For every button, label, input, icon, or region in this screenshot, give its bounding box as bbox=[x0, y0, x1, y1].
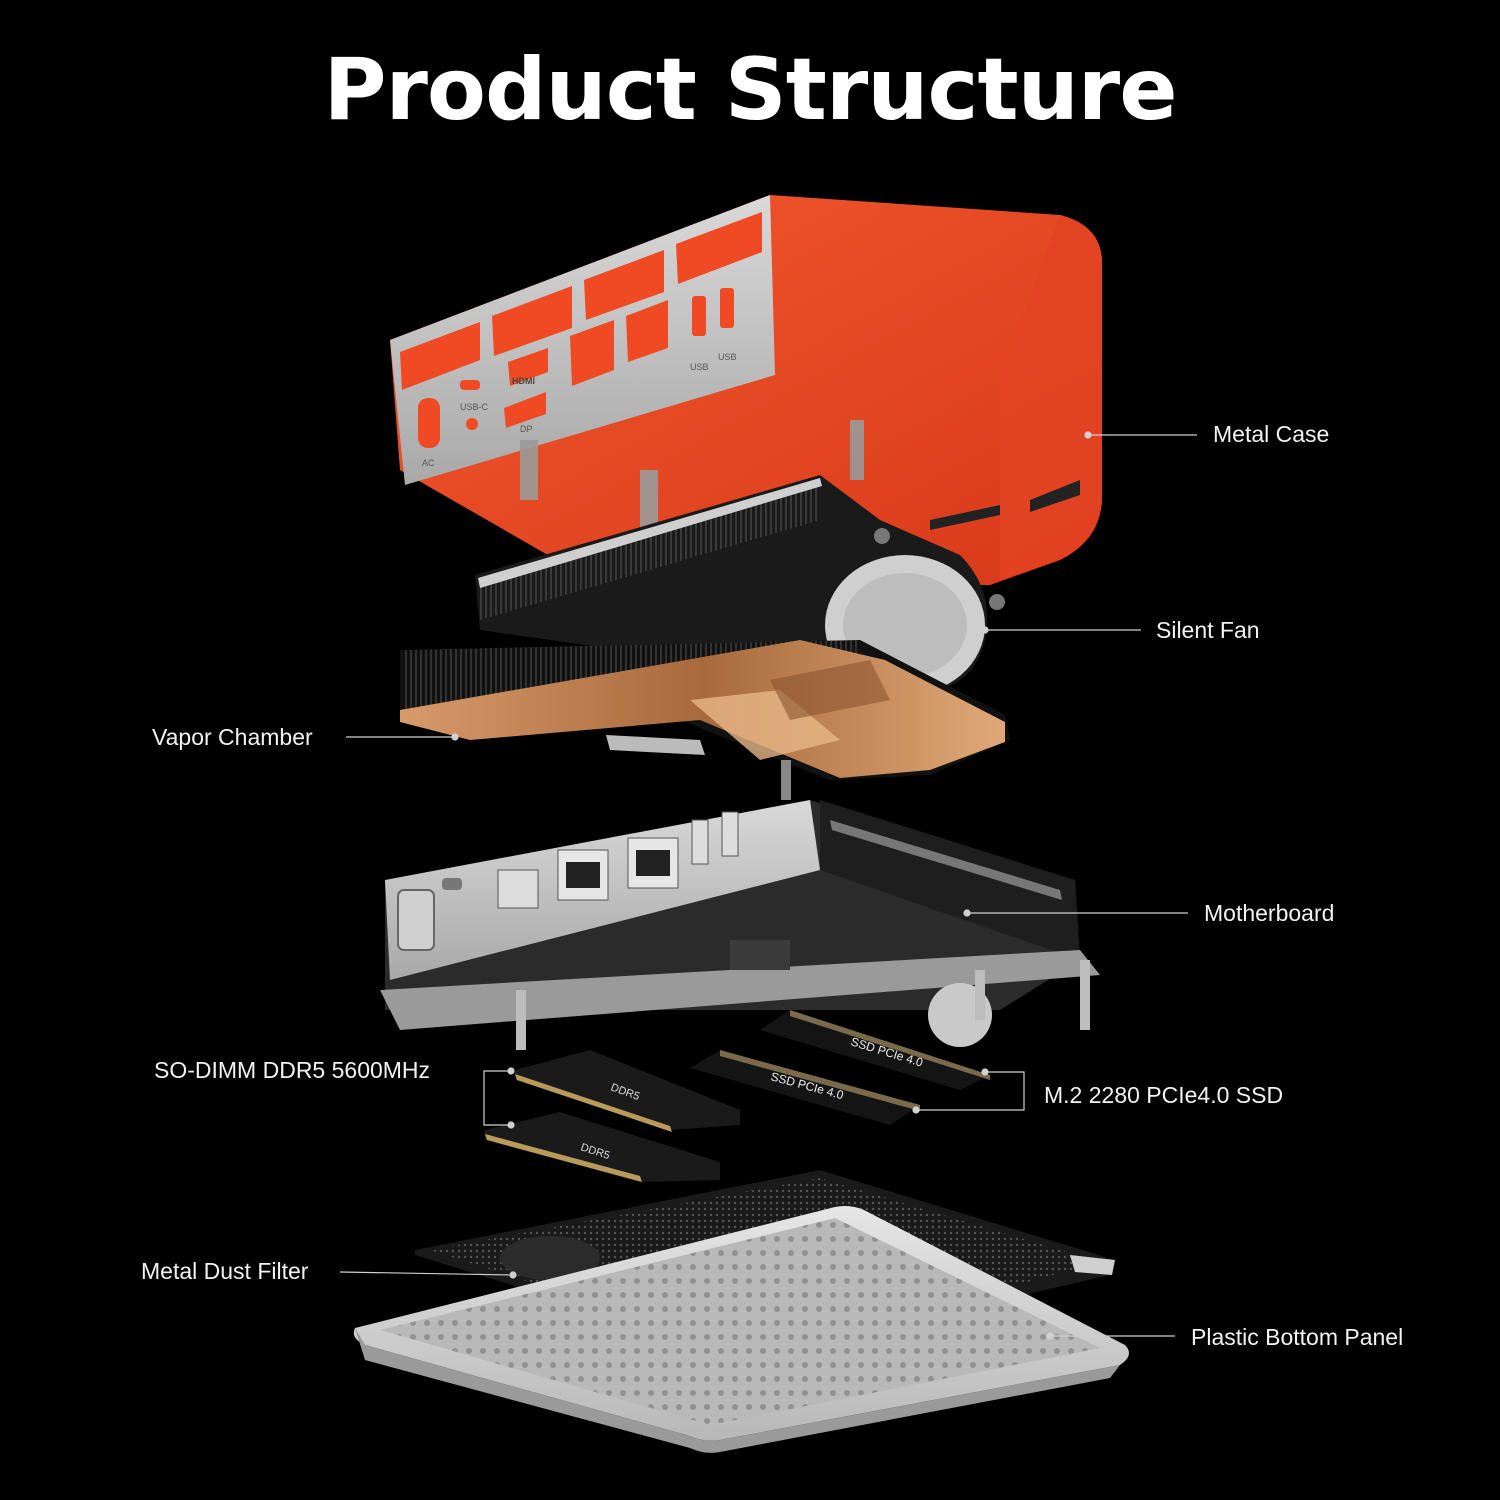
vapor-chamber bbox=[400, 640, 1010, 800]
label-silent-fan: Silent Fan bbox=[1156, 617, 1260, 643]
label-plastic-bottom-panel: Plastic Bottom Panel bbox=[1191, 1324, 1404, 1350]
metal-case: AC USB-C HDMI DP USB USB bbox=[390, 195, 1102, 585]
label-vapor-chamber: Vapor Chamber bbox=[152, 724, 313, 750]
leader-lines bbox=[339, 431, 1197, 1340]
label-ram: SO-DIMM DDR5 5600MHz bbox=[154, 1057, 431, 1083]
label-motherboard: Motherboard bbox=[1204, 900, 1335, 926]
port-label-hdmi: HDMI bbox=[512, 376, 535, 386]
label-ssd: M.2 2280 PCIe4.0 SSD bbox=[1044, 1082, 1284, 1108]
silent-fan bbox=[475, 475, 1005, 695]
ssd-modules: SSD PCIe 4.0 SSD PCIe 4.0 bbox=[690, 1010, 990, 1125]
motherboard bbox=[380, 800, 1100, 1050]
page-title: Product Structure bbox=[323, 40, 1177, 140]
port-label-usb-c: USB-C bbox=[460, 402, 489, 412]
port-label-dp: DP bbox=[520, 424, 533, 434]
ram-modules: DDR5 DDR5 bbox=[485, 1050, 740, 1182]
label-metal-dust-filter: Metal Dust Filter bbox=[141, 1258, 309, 1284]
plastic-bottom-panel bbox=[353, 1206, 1129, 1453]
port-label-usb-2: USB bbox=[718, 352, 737, 362]
label-metal-case: Metal Case bbox=[1213, 421, 1330, 447]
port-label-ac: AC bbox=[422, 458, 435, 468]
port-label-usb-1: USB bbox=[690, 362, 709, 372]
